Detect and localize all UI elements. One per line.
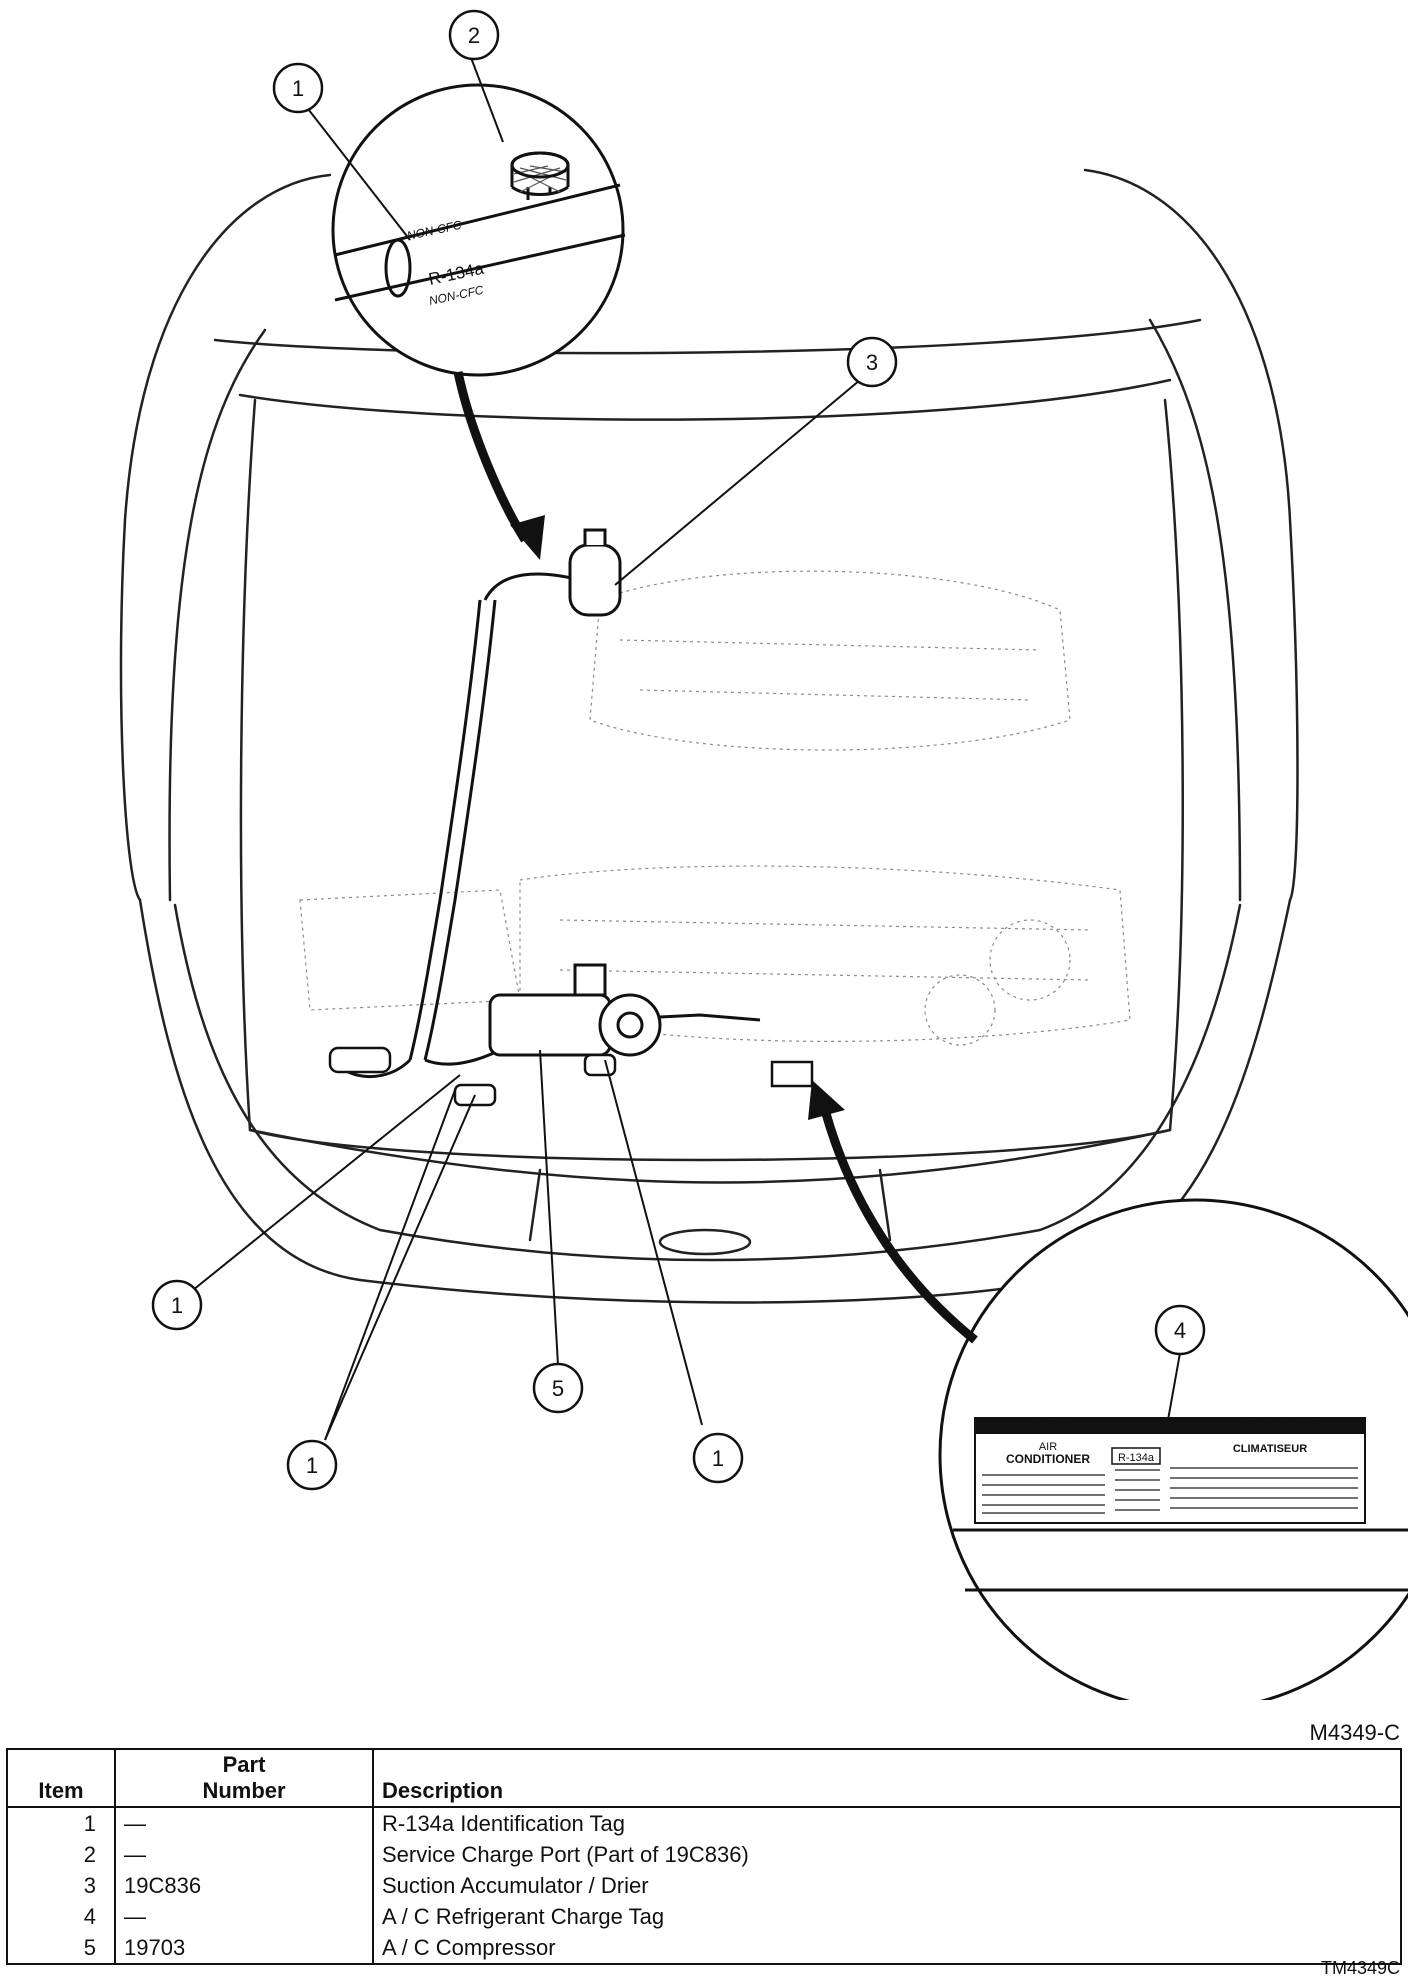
callout-1-left: 1 bbox=[171, 1293, 183, 1318]
row-part-number: — bbox=[114, 1807, 374, 1839]
hood-latch bbox=[658, 1228, 752, 1256]
header-item: Item bbox=[6, 1748, 116, 1808]
parts-table-header: Item Part Number Description bbox=[6, 1748, 1402, 1808]
row-description: Service Charge Port (Part of 19C836) bbox=[372, 1839, 1402, 1870]
caution-fine-print bbox=[982, 1467, 1358, 1514]
caution-left-title-1: AIR bbox=[1039, 1441, 1057, 1453]
header-description: Description bbox=[372, 1748, 1402, 1808]
right-fender bbox=[1083, 168, 1299, 902]
r134a-badge: R-134a bbox=[1118, 1452, 1155, 1464]
row-description: A / C Compressor bbox=[372, 1932, 1402, 1965]
table-row: 3 19C836 Suction Accumulator / Drier bbox=[6, 1870, 1402, 1901]
header-part-line1: Part bbox=[222, 1752, 266, 1777]
engine-sketch bbox=[299, 570, 1131, 1046]
row-item: 5 bbox=[6, 1932, 116, 1965]
ac-lines bbox=[344, 572, 761, 1079]
front-support bbox=[138, 898, 1292, 1304]
parts-table: Item Part Number Description 1 — R-134a … bbox=[6, 1748, 1402, 1965]
document-id: TM4349C bbox=[1320, 1958, 1400, 1978]
caution-left-header: CAUTION bbox=[1028, 1420, 1083, 1434]
inset-bottom bbox=[938, 1198, 1408, 1700]
left-fender-inner bbox=[168, 328, 267, 902]
caution-right-title: CLIMATISEUR bbox=[1233, 1443, 1307, 1455]
row-item: 1 bbox=[6, 1807, 116, 1839]
callout-5: 5 bbox=[552, 1376, 564, 1401]
table-row: 4 — A / C Refrigerant Charge Tag bbox=[6, 1901, 1402, 1932]
service-port-components bbox=[328, 1046, 617, 1107]
caution-right-header: MISE EN GARDE bbox=[1227, 1420, 1323, 1434]
row-description: R-134a Identification Tag bbox=[372, 1807, 1402, 1839]
callout-1-right: 1 bbox=[712, 1446, 724, 1471]
r134a-badge-box bbox=[1111, 1447, 1161, 1465]
right-fender-inner bbox=[1148, 318, 1242, 902]
engine-compartment-diagram: R-134a NON-CFC NON-CFC CAUTION MISE EN G… bbox=[119, 9, 1408, 1700]
arrow-top-inset bbox=[453, 371, 529, 543]
ac-compressor bbox=[488, 963, 662, 1057]
leader-lines bbox=[192, 54, 1181, 1441]
arrow-bottom-inset bbox=[820, 1108, 978, 1344]
callout-4: 4 bbox=[1174, 1318, 1186, 1343]
row-part-number: 19C836 bbox=[114, 1870, 374, 1901]
row-part-number: — bbox=[114, 1901, 374, 1932]
row-description: A / C Refrigerant Charge Tag bbox=[372, 1901, 1402, 1932]
table-row: 1 — R-134a Identification Tag bbox=[6, 1807, 1402, 1839]
row-item: 2 bbox=[6, 1839, 116, 1870]
suction-accumulator bbox=[568, 528, 622, 617]
left-fender bbox=[119, 173, 332, 902]
row-item: 3 bbox=[6, 1870, 116, 1901]
arrow-top-inset-head bbox=[510, 515, 545, 560]
caution-left-title-2: CONDITIONER bbox=[1006, 1452, 1090, 1466]
inset-top bbox=[331, 83, 626, 377]
arrow-bottom-inset-head bbox=[808, 1080, 845, 1120]
header-part-line2: Number bbox=[202, 1778, 286, 1803]
table-row: 5 19703 A / C Compressor bbox=[6, 1932, 1402, 1965]
table-row: 2 — Service Charge Port (Part of 19C836) bbox=[6, 1839, 1402, 1870]
callout-1-top: 1 bbox=[292, 76, 304, 101]
cowl bbox=[213, 318, 1202, 355]
row-part-number: 19703 bbox=[114, 1932, 374, 1965]
callout-2-top: 2 bbox=[468, 23, 480, 48]
front-support-inner bbox=[173, 903, 1242, 1262]
row-part-number: — bbox=[114, 1839, 374, 1870]
row-item: 4 bbox=[6, 1901, 116, 1932]
hood-opening bbox=[239, 398, 1184, 1184]
charge-tag-location bbox=[770, 1060, 814, 1088]
header-part-number: Part Number bbox=[114, 1748, 374, 1808]
figure-id: M4349-C bbox=[1309, 1720, 1400, 1745]
cowl-inner bbox=[238, 378, 1172, 421]
row-description: Suction Accumulator / Drier bbox=[372, 1870, 1402, 1901]
callout-1-bottom: 1 bbox=[306, 1453, 318, 1478]
callout-3: 3 bbox=[866, 350, 878, 375]
grille-line bbox=[248, 1128, 1172, 1162]
